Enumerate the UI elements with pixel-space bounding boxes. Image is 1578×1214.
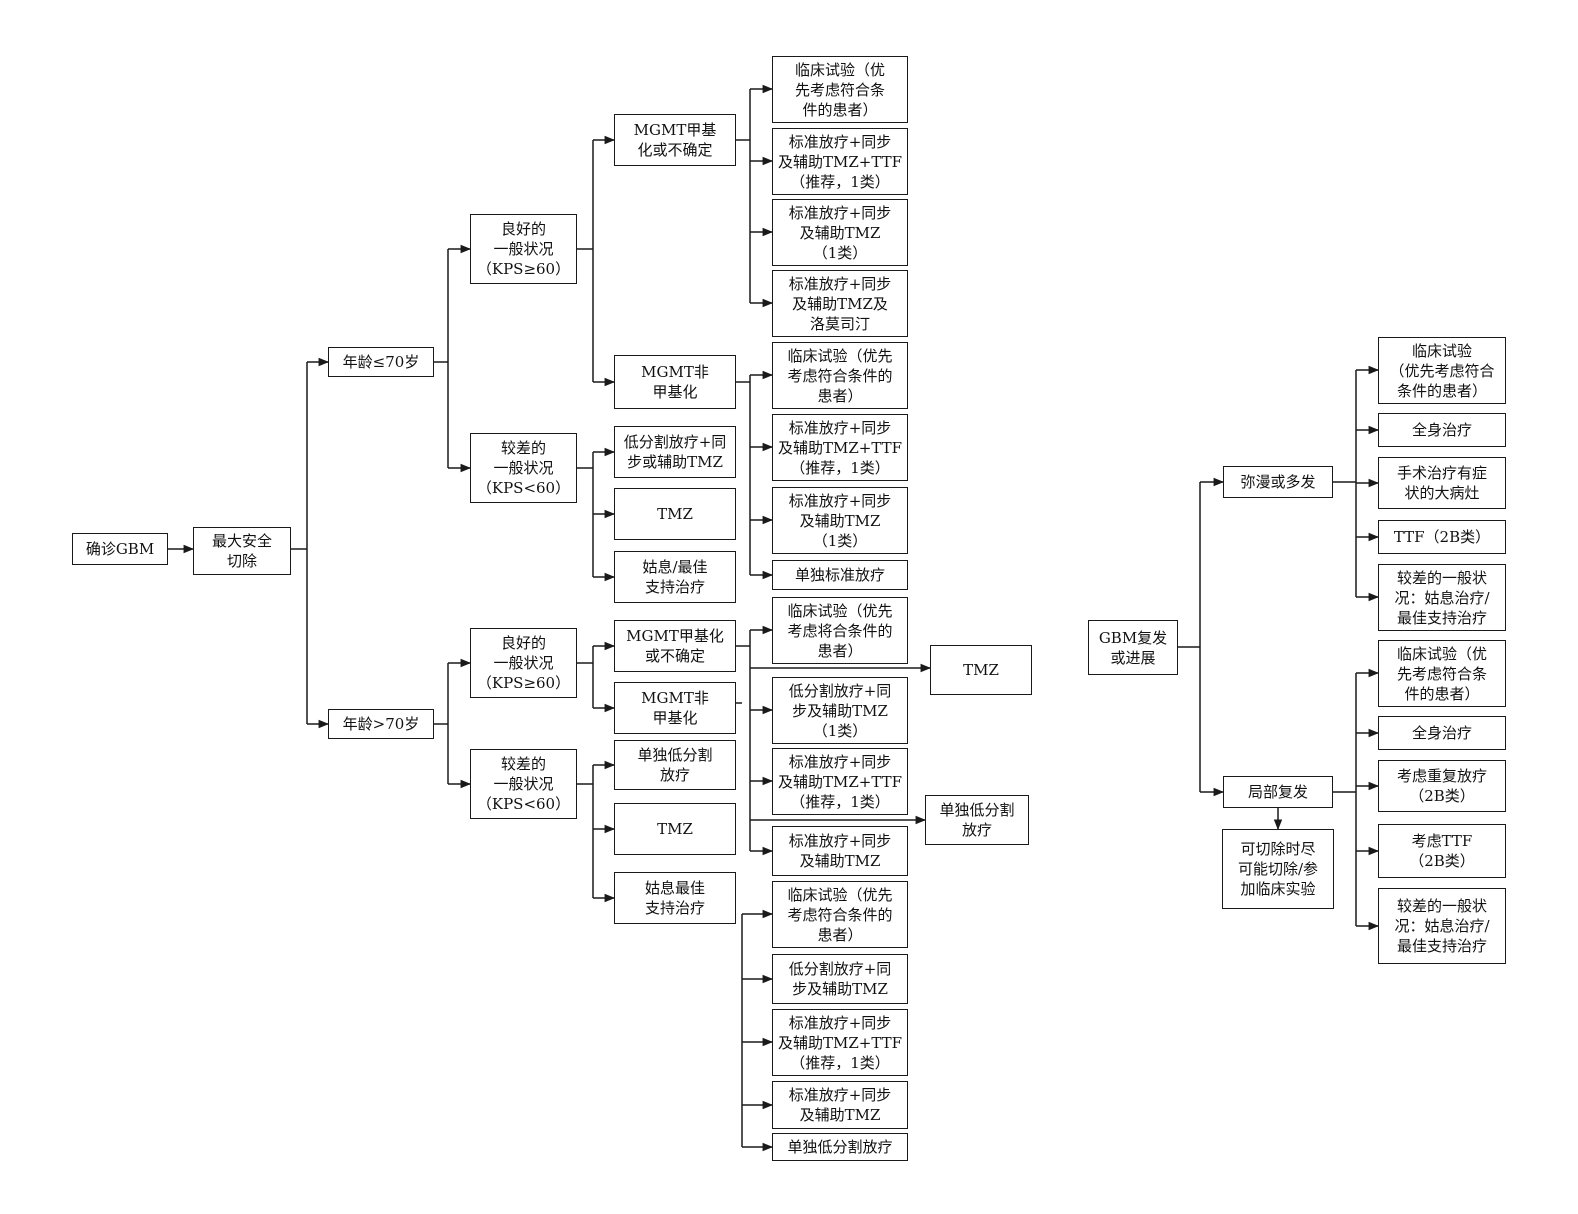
node-le70-unmeth-rt-tmz-ttf: 标准放疗+同步 及辅助TMZ+TTF （推荐，1类）	[772, 414, 908, 481]
node-gt70-poor-palliative: 姑息最佳 支持治疗	[614, 872, 736, 924]
node-gt70-unmeth-rt-tmz-ttf: 标准放疗+同步 及辅助TMZ+TTF （推荐，1类）	[772, 1009, 908, 1076]
node-le70-poor-kps: 较差的 一般状况 （KPS<60）	[470, 433, 577, 503]
node-recurrence: GBM复发 或进展	[1088, 620, 1178, 675]
node-diffuse-trial: 临床试验 （优先考虑符合 条件的患者）	[1378, 337, 1506, 404]
node-diffuse-ttf: TTF（2B类）	[1378, 520, 1506, 554]
node-le70-meth-rt-tmz-lomustine: 标准放疗+同步 及辅助TMZ及 洛莫司汀	[772, 270, 908, 337]
node-local: 局部复发	[1223, 776, 1333, 808]
node-le70-poor-hypo-tmz: 低分割放疗+同 步或辅助TMZ	[614, 426, 736, 478]
node-gt70-meth-tmz: TMZ	[930, 645, 1032, 695]
node-gt70-poor-tmz: TMZ	[614, 803, 736, 855]
node-le70-meth-rt-tmz-ttf: 标准放疗+同步 及辅助TMZ+TTF （推荐，1类）	[772, 128, 908, 195]
node-gt70-poor-hypo-only: 单独低分割 放疗	[614, 740, 736, 790]
node-diffuse-systemic: 全身治疗	[1378, 413, 1506, 447]
node-le70-unmeth-rt-tmz: 标准放疗+同步 及辅助TMZ （1类）	[772, 487, 908, 554]
node-gt70-meth-hypo-tmz: 低分割放疗+同 步及辅助TMZ （1类）	[772, 677, 908, 744]
node-gt70-mgmt-methylated: MGMT甲基化 或不确定	[614, 620, 736, 672]
node-le70-mgmt-methylated: MGMT甲基 化或不确定	[614, 114, 736, 166]
node-local-rert: 考虑重复放疗 （2B类）	[1378, 760, 1506, 812]
node-diffuse-poor: 较差的一般状 况：姑息治疗/ 最佳支持治疗	[1378, 564, 1506, 631]
node-diffuse-surgery: 手术治疗有症 状的大病灶	[1378, 457, 1506, 509]
node-gt70-mgmt-unmethylated: MGMT非 甲基化	[614, 682, 736, 734]
node-le70-poor-palliative: 姑息/最佳 支持治疗	[614, 551, 736, 603]
node-local-systemic: 全身治疗	[1378, 716, 1506, 750]
node-gt70-meth-rt-tmz: 标准放疗+同步 及辅助TMZ	[772, 826, 908, 876]
node-le70-poor-tmz: TMZ	[614, 488, 736, 540]
node-local-trial: 临床试验（优 先考虑符合条 件的患者）	[1378, 640, 1506, 707]
node-local-resection: 可切除时尽 可能切除/参 加临床实验	[1222, 829, 1334, 909]
node-le70-mgmt-unmethylated: MGMT非 甲基化	[614, 355, 736, 409]
node-gt70-meth-rt-tmz-ttf: 标准放疗+同步 及辅助TMZ+TTF （推荐，1类）	[772, 748, 908, 815]
node-max-resection: 最大安全 切除	[193, 527, 291, 575]
node-gt70-unmeth-rt-tmz: 标准放疗+同步 及辅助TMZ	[772, 1081, 908, 1129]
node-gt70-unmeth-hypo-only: 单独低分割放疗	[772, 1133, 908, 1161]
node-le70-meth-trial: 临床试验（优 先考虑符合条 件的患者）	[772, 56, 908, 123]
node-le70-unmeth-rt-only: 单独标准放疗	[772, 560, 908, 590]
node-le70-meth-rt-tmz: 标准放疗+同步 及辅助TMZ （1类）	[772, 199, 908, 266]
node-age-gt70: 年龄>70岁	[328, 709, 434, 739]
node-gt70-unmeth-hypo-tmz: 低分割放疗+同 步及辅助TMZ	[772, 954, 908, 1004]
node-gt70-meth-trial: 临床试验（优先 考虑将合条件的 患者）	[772, 597, 908, 664]
node-diffuse: 弥漫或多发	[1223, 466, 1333, 498]
node-local-poor: 较差的一般状 况：姑息治疗/ 最佳支持治疗	[1378, 888, 1506, 964]
node-gt70-good-kps: 良好的 一般状况 （KPS≥60）	[470, 628, 577, 698]
node-le70-unmeth-trial: 临床试验（优先 考虑符合条件的 患者）	[772, 342, 908, 409]
node-gt70-meth-hypo-only: 单独低分割 放疗	[925, 795, 1029, 845]
node-gt70-unmeth-trial: 临床试验（优先 考虑符合条件的 患者）	[772, 881, 908, 948]
node-age-le70: 年龄≤70岁	[328, 347, 434, 377]
node-le70-good-kps: 良好的 一般状况 （KPS≥60）	[470, 214, 577, 284]
node-local-ttf: 考虑TTF （2B类）	[1378, 824, 1506, 878]
node-diagnosis: 确诊GBM	[72, 533, 168, 565]
node-gt70-poor-kps: 较差的 一般状况 （KPS<60）	[470, 749, 577, 819]
